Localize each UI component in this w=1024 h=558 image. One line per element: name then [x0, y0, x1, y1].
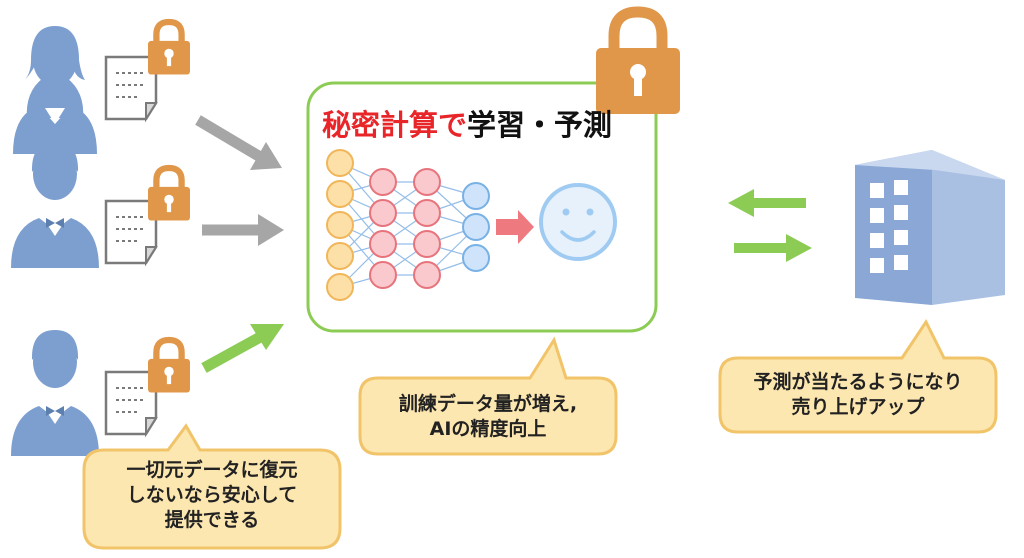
input-node: [326, 211, 354, 239]
callout-middle-bubble: [358, 336, 618, 456]
callout-right-line-1: 予測が当たるようになり: [753, 371, 963, 393]
hidden-node: [369, 261, 397, 289]
output-node: [462, 213, 490, 241]
callout-left-line-2: しないなら安心して: [126, 484, 298, 506]
input-node: [326, 149, 354, 177]
lock-1-icon: [148, 22, 190, 75]
input-node: [326, 242, 354, 270]
lock-3-icon: [148, 340, 190, 393]
arrow-3-icon: [201, 324, 284, 373]
person-2-icon: [11, 142, 99, 268]
left-arrow-icon: [728, 189, 806, 217]
callout-left-line-1: 一切元データに復元: [126, 459, 298, 481]
arrow-2-icon: [202, 214, 284, 246]
hidden-node: [413, 199, 441, 227]
hidden-node: [413, 261, 441, 289]
title-black-part: 学習・予測: [467, 108, 613, 142]
callout-right-line-2: 売り上げアップ: [791, 396, 925, 418]
hidden-node: [413, 230, 441, 258]
hidden-node: [369, 230, 397, 258]
big-lock-icon: [596, 6, 680, 114]
callout-right-text: 予測が当たるようになり 売り上げアップ: [720, 370, 996, 420]
hidden-node: [369, 199, 397, 227]
smiley-face-icon: [539, 183, 617, 261]
callout-middle-line-1: 訓練データ量が増え,: [398, 393, 578, 415]
hidden-layer-1: [369, 168, 397, 289]
person-1-icon: [13, 26, 97, 154]
hidden-node: [413, 168, 441, 196]
output-node: [462, 182, 490, 210]
callout-middle-text: 訓練データ量が増え, AIの精度向上: [360, 392, 616, 442]
result-arrow-icon: [496, 210, 534, 244]
person-3-icon: [11, 330, 99, 456]
callout-left-line-3: 提供できる: [164, 509, 260, 531]
right-arrow-icon: [734, 234, 812, 262]
callout-right-bubble: [718, 319, 998, 434]
hidden-node: [369, 168, 397, 196]
input-node: [326, 273, 354, 301]
input-node: [326, 180, 354, 208]
input-layer: [326, 149, 354, 301]
building-icon: [855, 150, 1005, 305]
arrow-1-icon: [195, 115, 282, 170]
lock-2-icon: [148, 168, 190, 221]
callout-middle-line-2: AIの精度向上: [429, 418, 547, 440]
title-red-part: 秘密計算で: [322, 108, 468, 142]
callout-left-text: 一切元データに復元 しないなら安心して 提供できる: [84, 458, 340, 533]
diagram-title: 秘密計算で学習・予測: [322, 108, 612, 142]
output-layer: [462, 182, 490, 272]
callout-left-bubble: [82, 423, 342, 550]
output-node: [462, 244, 490, 272]
hidden-layer-2: [413, 168, 441, 289]
